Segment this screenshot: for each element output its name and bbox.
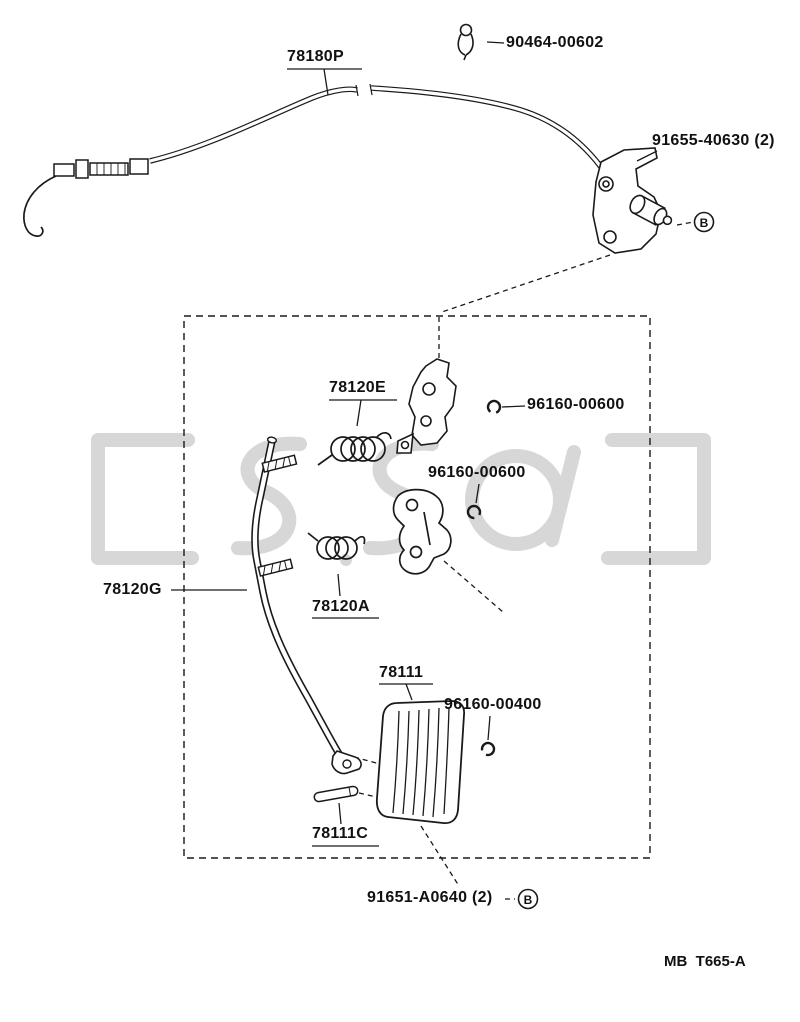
label-78120a: 78120A xyxy=(312,598,370,615)
cable-clamp xyxy=(457,23,474,61)
cable-bracket xyxy=(592,147,673,254)
label-91655-40630: 91655-40630 (2) xyxy=(652,132,775,149)
b-marker-top: B xyxy=(693,211,715,233)
link-spring xyxy=(307,532,366,560)
b-marker-bottom-letter: B xyxy=(524,893,533,907)
link-stud-upper xyxy=(261,454,298,473)
pedal-link-rod xyxy=(251,436,362,775)
b-marker-bottom: B xyxy=(517,888,539,910)
assembly-boundary-box xyxy=(183,315,651,859)
label-78111: 78111 xyxy=(379,664,424,681)
label-78120g: 78120G xyxy=(103,581,162,598)
tension-spring xyxy=(317,432,392,466)
link-bracket xyxy=(396,358,457,454)
b-marker-top-letter: B xyxy=(700,216,709,230)
label-96160-00400: 96160-00400 xyxy=(444,696,542,713)
bracket-grommet xyxy=(629,194,673,227)
label-78180p: 78180P xyxy=(287,48,344,65)
pedal-pin xyxy=(313,785,359,803)
label-96160-00600-upper: 96160-00600 xyxy=(527,396,625,413)
connector-dashed-lines xyxy=(353,221,692,900)
throttle-cable xyxy=(23,83,615,237)
pedal-pad xyxy=(375,700,465,824)
link-stud-lower xyxy=(257,558,294,577)
pad-clip xyxy=(480,741,496,757)
label-78111c: 78111C xyxy=(312,825,369,842)
label-96160-00600-lower: 96160-00600 xyxy=(428,464,526,481)
cable-adjuster xyxy=(53,158,149,179)
label-78120e: 78120E xyxy=(329,379,386,396)
pivot-bracket xyxy=(392,488,452,575)
pad-ribs xyxy=(392,706,450,818)
e-clip-upper xyxy=(486,399,502,415)
sheet-code: MB T665-A xyxy=(664,953,746,970)
label-90464-00602: 90464-00602 xyxy=(506,34,604,51)
label-91651-a0640: 91651-A0640 (2) xyxy=(367,889,493,906)
e-clip-lower xyxy=(466,504,482,520)
leader-lines xyxy=(171,41,658,847)
